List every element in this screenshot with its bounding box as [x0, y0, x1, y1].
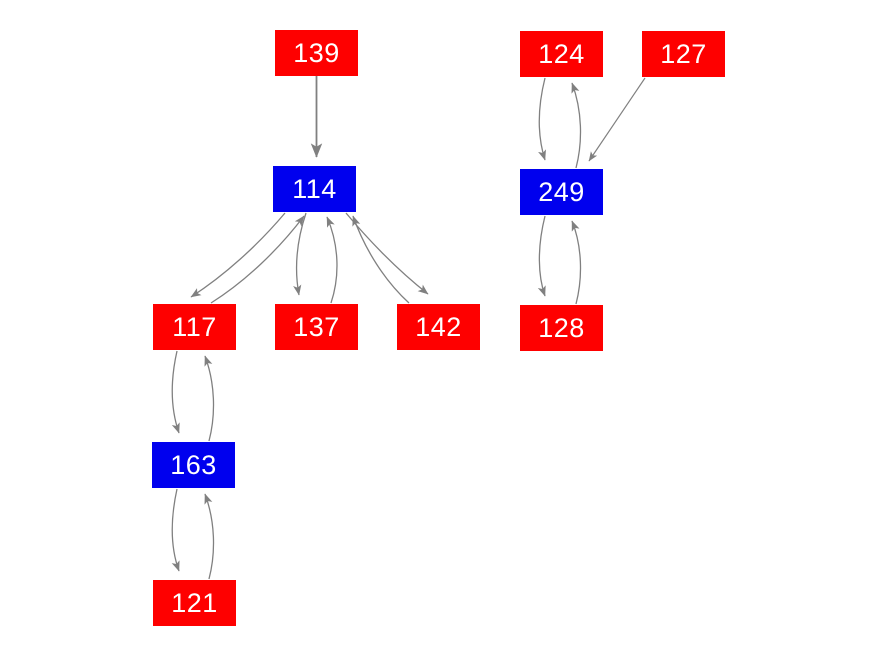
edge-114-117 [190, 212, 286, 298]
graph-node-124[interactable]: 124 [520, 31, 603, 77]
edge-114-142 [345, 212, 429, 295]
edge-121-163 [204, 493, 215, 580]
edge-163-121 [171, 488, 180, 572]
edge-163-117 [204, 355, 215, 442]
node-label: 124 [538, 38, 585, 69]
graph-node-249[interactable]: 249 [520, 169, 603, 215]
node-label: 121 [171, 587, 218, 618]
edge-124-249 [538, 77, 546, 161]
node-label: 142 [415, 311, 462, 342]
node-label: 117 [172, 311, 217, 342]
edge-114-137 [293, 212, 307, 296]
graph-node-121[interactable]: 121 [153, 580, 236, 626]
graph-node-127[interactable]: 127 [642, 31, 725, 77]
edge-137-114 [326, 216, 338, 304]
node-label: 163 [170, 449, 217, 480]
graph-node-142[interactable]: 142 [397, 304, 480, 350]
graph-node-163[interactable]: 163 [152, 442, 235, 488]
node-label: 128 [538, 312, 585, 343]
node-label: 127 [660, 38, 707, 69]
edge-128-249 [571, 220, 582, 305]
node-label: 114 [292, 173, 337, 204]
edge-142-114 [352, 215, 410, 304]
edge-117-163 [171, 350, 180, 434]
edge-249-128 [537, 215, 546, 297]
edge-127-249 [588, 77, 646, 162]
graph-node-114[interactable]: 114 [273, 166, 356, 212]
graph-node-128[interactable]: 128 [520, 305, 603, 351]
graph-node-137[interactable]: 137 [275, 304, 358, 350]
edge-117-114 [210, 215, 305, 304]
graph-node-139[interactable]: 139 [275, 30, 358, 76]
node-label: 139 [293, 37, 340, 68]
graph-node-117[interactable]: 117 [153, 304, 236, 350]
edge-249-124 [571, 82, 582, 169]
node-label: 249 [538, 176, 585, 207]
node-label: 137 [293, 311, 340, 342]
